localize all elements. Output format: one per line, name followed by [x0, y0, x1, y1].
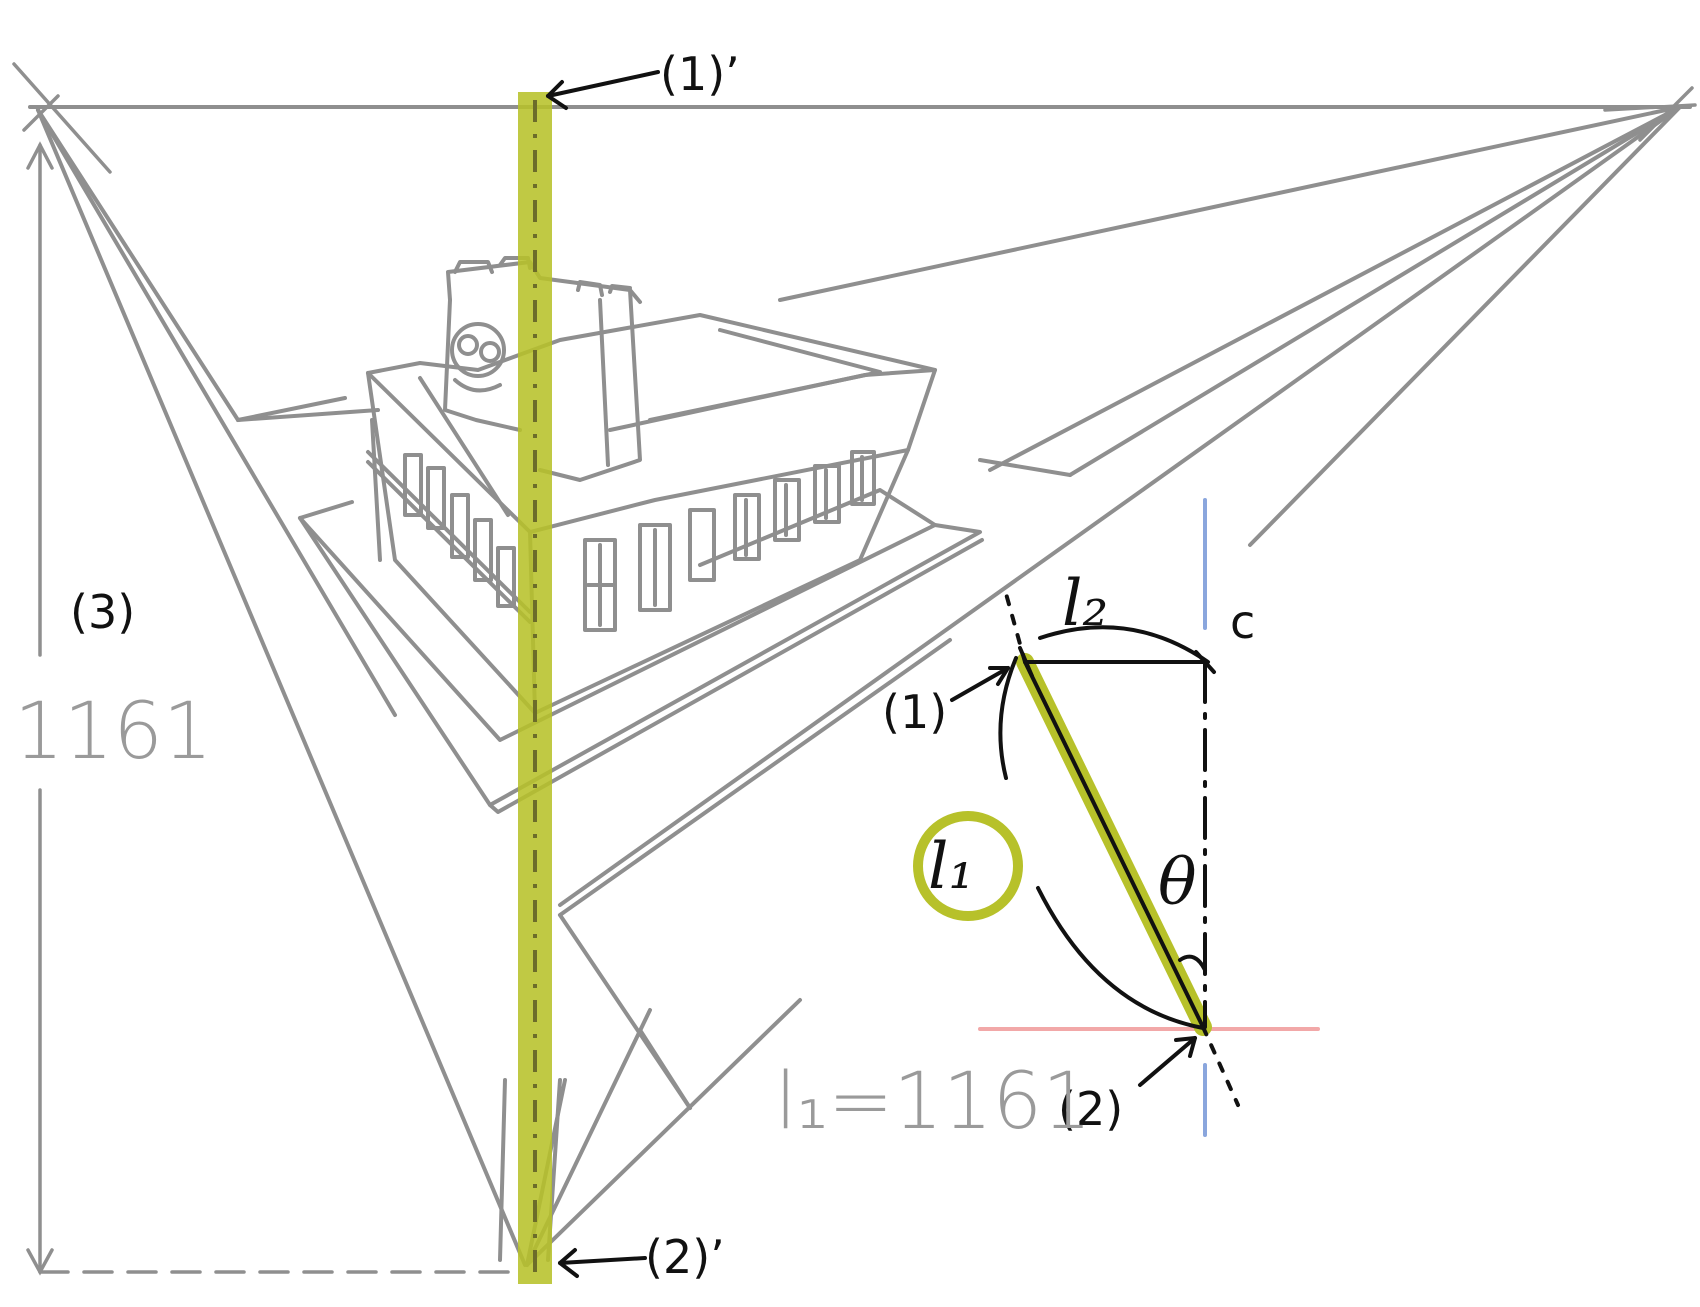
label-p2-prime: (2)’: [645, 1230, 725, 1284]
right-triangle: [998, 588, 1240, 1107]
label-p3: (3): [70, 585, 135, 639]
vertical-highlight-band: [518, 92, 552, 1284]
label-theta: θ: [1158, 846, 1197, 920]
height-dimension: [26, 141, 512, 1276]
left-convergence-lines: [36, 108, 527, 1267]
label-l1: l₁: [928, 830, 974, 904]
label-p2: (2): [1058, 1082, 1123, 1136]
pointer-arrows: [546, 70, 1197, 1278]
building-sketch: [298, 256, 984, 814]
l1-highlight-segment: [1016, 653, 1212, 1036]
label-l2: l₂: [1062, 567, 1108, 641]
label-c: c: [1230, 595, 1255, 649]
label-p1: (1): [882, 685, 947, 739]
label-p1-prime: (1)’: [660, 47, 740, 101]
right-convergence-lines: [558, 105, 1682, 907]
l1-circle-marker: [913, 811, 1023, 921]
label-height-value: 1161: [14, 687, 213, 777]
left-vanishing-point: [12, 62, 112, 174]
label-l1-equation: l₁=1161: [775, 1057, 1092, 1147]
